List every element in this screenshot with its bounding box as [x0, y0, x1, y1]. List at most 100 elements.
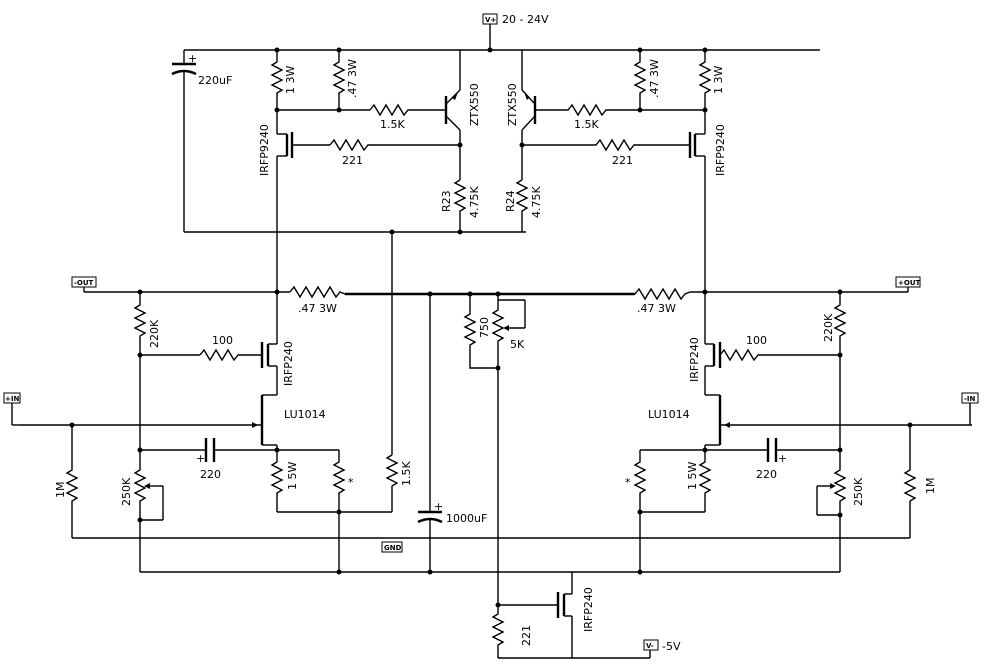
- potentiometer-250k-right: 250K: [816, 450, 865, 572]
- supply-port-vminus: V- -5V: [643, 639, 681, 653]
- svg-text:GND: GND: [384, 544, 402, 552]
- capacitor-220-right: + 220: [705, 438, 787, 481]
- mosfet-irfp240-bottom: IRFP240: [556, 572, 595, 658]
- svg-text:IRFP9240: IRFP9240: [714, 124, 727, 176]
- resistor-221-right: 221: [522, 138, 690, 167]
- svg-text:5K: 5K: [510, 338, 525, 351]
- svg-text:100: 100: [212, 334, 233, 347]
- mosfet-irfp240-right: IRFP240: [688, 292, 722, 395]
- svg-text:.47 3W: .47 3W: [637, 302, 676, 315]
- svg-text:4.75K: 4.75K: [530, 186, 543, 218]
- svg-text:+IN: +IN: [5, 395, 19, 403]
- svg-text:1M: 1M: [924, 478, 937, 495]
- resistor-221-left: 221: [329, 138, 460, 167]
- svg-text:1 3W: 1 3W: [284, 66, 297, 94]
- supply-port-vplus: V+ 20 - 24V: [482, 13, 549, 50]
- svg-text:1.5K: 1.5K: [574, 118, 599, 131]
- svg-text:220uF: 220uF: [198, 74, 232, 87]
- resistor-047-3w-top-left: .47 3W: [332, 50, 359, 110]
- svg-text:-5V: -5V: [662, 640, 681, 653]
- svg-text:250K: 250K: [852, 477, 865, 506]
- resistor-1-3w-left: 1 3W: [270, 50, 297, 110]
- svg-text:+: +: [434, 500, 443, 513]
- mosfet-irfp9240-left: IRFP9240: [258, 110, 330, 292]
- svg-text:LU1014: LU1014: [284, 408, 326, 421]
- svg-text:1000uF: 1000uF: [446, 512, 487, 525]
- resistor-047-3w-mid-left: .47 3W: [289, 285, 346, 315]
- svg-text:*: *: [625, 476, 631, 489]
- svg-text:221: 221: [612, 154, 633, 167]
- mosfet-irfp240-left: IRFP240: [260, 292, 295, 395]
- svg-text:220K: 220K: [148, 319, 161, 348]
- svg-text:R24: R24: [504, 190, 517, 212]
- resistor-star-right: *: [625, 450, 647, 572]
- svg-text:IRFP240: IRFP240: [582, 587, 595, 632]
- svg-text:IRFP240: IRFP240: [282, 341, 295, 386]
- svg-text:1 5W: 1 5W: [286, 462, 299, 490]
- resistor-1-5k-left: 1.5K: [369, 103, 445, 131]
- port-minus-in: -IN: [961, 392, 979, 425]
- resistor-1-5w-left: 1 5W: [270, 450, 299, 512]
- transistor-ztx550-right: ZTX550: [506, 50, 537, 180]
- svg-text:.47 3W: .47 3W: [346, 59, 359, 98]
- svg-text:+: +: [778, 452, 787, 465]
- svg-text:1.5K: 1.5K: [380, 118, 405, 131]
- resistor-220k-right: 220K: [822, 292, 847, 450]
- port-plus-in: +IN: [3, 392, 21, 426]
- svg-text:220K: 220K: [822, 313, 835, 342]
- port-minus-out: -OUT: [71, 276, 97, 288]
- svg-text:100: 100: [746, 334, 767, 347]
- transistor-ztx550-left: ZTX550: [444, 50, 481, 180]
- svg-text:-OUT: -OUT: [74, 279, 94, 287]
- potentiometer-5k: 5K: [491, 294, 526, 368]
- capacitor-220uf: + 220uF: [171, 50, 232, 232]
- svg-text:ZTX550: ZTX550: [506, 83, 519, 126]
- resistor-047-3w-top-right: .47 3W: [633, 50, 661, 110]
- svg-text:1M: 1M: [54, 482, 67, 499]
- port-gnd: GND: [381, 541, 403, 553]
- resistor-1-5k-right: 1.5K: [535, 103, 610, 131]
- mosfet-irfp9240-right: IRFP9240: [688, 110, 727, 292]
- resistor-100-left: 100: [199, 334, 262, 362]
- svg-text:221: 221: [342, 154, 363, 167]
- resistor-r24: R24 4.75K: [504, 179, 543, 232]
- svg-text:V-: V-: [646, 642, 654, 650]
- svg-text:+: +: [188, 52, 197, 65]
- resistor-220k-left: 220K: [133, 292, 161, 450]
- svg-text:+OUT: +OUT: [898, 279, 921, 287]
- resistor-221-bottom: 221: [491, 605, 533, 658]
- resistor-1-5w-right: 1 5W: [686, 450, 712, 512]
- svg-text:221: 221: [520, 625, 533, 646]
- resistor-1m-left: 1M: [54, 425, 79, 538]
- svg-text:IRFP240: IRFP240: [688, 337, 701, 382]
- svg-text:*: *: [348, 476, 354, 489]
- svg-text:4.75K: 4.75K: [468, 186, 481, 218]
- svg-text:750: 750: [478, 317, 491, 338]
- resistor-100-right: 100: [719, 334, 780, 362]
- svg-text:220: 220: [756, 468, 777, 481]
- capacitor-220-left: + 220: [196, 438, 277, 481]
- svg-text:20 - 24V: 20 - 24V: [502, 13, 549, 26]
- svg-text:-IN: -IN: [964, 395, 976, 403]
- svg-text:1 5W: 1 5W: [686, 462, 699, 490]
- svg-text:IRFP9240: IRFP9240: [258, 124, 271, 176]
- port-plus-out: +OUT: [895, 276, 921, 288]
- potentiometer-250k-left: 250K: [120, 450, 164, 572]
- svg-text:ZTX550: ZTX550: [468, 83, 481, 126]
- svg-text:1.5K: 1.5K: [400, 461, 413, 486]
- svg-text:+: +: [196, 452, 205, 465]
- svg-text:1 3W: 1 3W: [712, 66, 725, 94]
- resistor-1m-right: 1M: [903, 425, 937, 538]
- resistor-047-3w-mid-right: .47 3W: [634, 287, 691, 315]
- resistor-1-3w-right: 1 3W: [698, 50, 725, 110]
- svg-text:R23: R23: [440, 190, 453, 212]
- jfet-lu1014-right: LU1014: [648, 395, 972, 446]
- resistor-r23: R23 4.75K: [440, 179, 481, 232]
- resistor-star-left: *: [332, 450, 354, 572]
- jfet-lu1014-left: LU1014: [20, 395, 326, 446]
- resistor-750: 750: [463, 294, 498, 369]
- svg-text:V+: V+: [485, 16, 496, 24]
- svg-text:LU1014: LU1014: [648, 408, 690, 421]
- svg-text:250K: 250K: [120, 477, 133, 506]
